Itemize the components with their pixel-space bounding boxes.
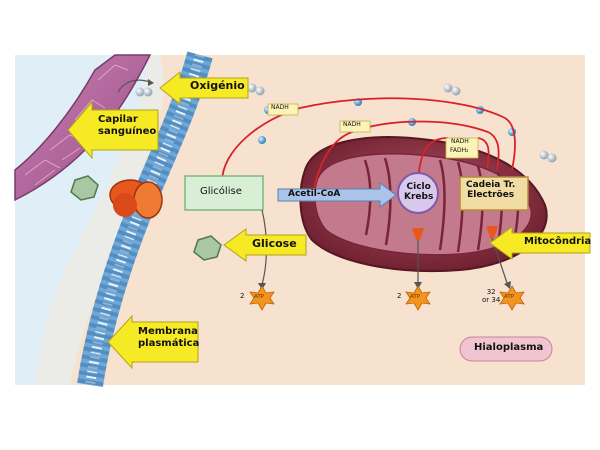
glicolise-box xyxy=(184,175,264,211)
glucose-molecule-outside xyxy=(70,175,99,201)
cadeia-box xyxy=(459,176,529,211)
atp-label-cadeia: ATP xyxy=(504,294,515,300)
atp-count-glicolise: 2 xyxy=(240,292,245,300)
krebs-cycle-circle xyxy=(397,172,439,214)
capilar-label: Capilar sanguíneo xyxy=(98,114,157,137)
mitocondria-label: Mitocôndria xyxy=(524,236,592,247)
atp-count-cadeia: 32 or 34 xyxy=(482,288,501,305)
capilar-arrow xyxy=(67,100,159,160)
cadeia-label: Cadeia Tr. Electrões xyxy=(466,180,516,201)
atp-star-glicolise xyxy=(249,285,275,311)
glucose-transporter xyxy=(109,179,163,219)
nadh-tag-1 xyxy=(267,103,299,116)
mitocondria-arrow xyxy=(489,226,591,260)
nadh-label-2: NADH xyxy=(343,121,361,128)
hialoplasma-label: Hialoplasma xyxy=(474,342,544,353)
nadh-label-3: NADH xyxy=(451,138,469,145)
oxygen-molecules xyxy=(135,83,557,163)
atp-label-glicolise: ATP xyxy=(254,294,265,300)
nadh-fadh2-tag xyxy=(445,137,479,159)
atp-count-krebs: 2 xyxy=(397,292,402,300)
atp-star-krebs xyxy=(405,285,431,311)
glicolise-label: Glicólise xyxy=(200,186,242,197)
glicose-label: Glicose xyxy=(252,237,297,250)
oxygen-entry-arrow xyxy=(117,79,151,93)
atp-label-krebs: ATP xyxy=(410,294,421,300)
oxigenio-label: Oxigénio xyxy=(190,79,245,92)
acetil-coa-label: Acetil-CoA xyxy=(288,189,341,199)
krebs-label: Ciclo Krebs xyxy=(404,182,434,203)
glicose-arrow xyxy=(223,228,307,262)
membrana-label: Membrana plasmática xyxy=(138,326,200,349)
fadh2-label: FADH₂ xyxy=(450,147,469,154)
glucose-molecule-inside xyxy=(193,235,222,261)
hialoplasma-pill xyxy=(459,336,553,362)
acetil-coa-arrow xyxy=(277,182,397,208)
oxigenio-arrow xyxy=(159,70,249,106)
membrana-arrow xyxy=(107,314,199,370)
nadh-label-1: NADH xyxy=(271,104,289,111)
nadh-tag-2 xyxy=(339,120,371,133)
atp-star-cadeia xyxy=(499,285,525,311)
